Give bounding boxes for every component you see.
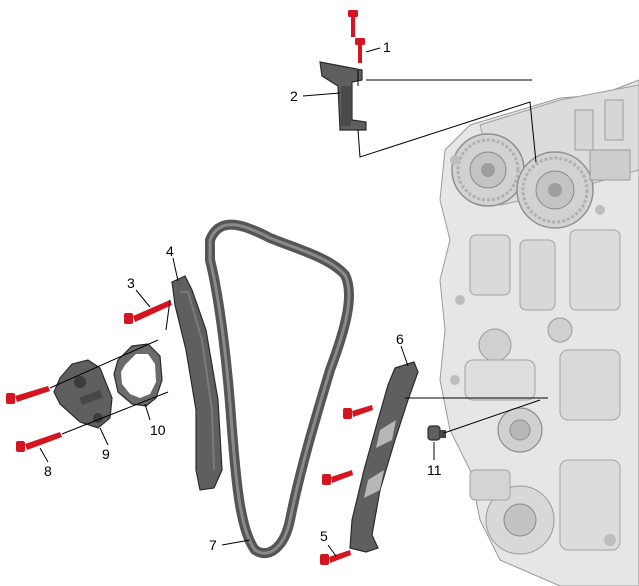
- timing-chain: [205, 219, 355, 559]
- oil-jet-fitting: [427, 425, 446, 441]
- crankshaft-sprocket: [497, 407, 543, 453]
- bolt-9-upper: [6, 386, 50, 404]
- callout-3: 3: [127, 275, 135, 291]
- chain-tensioner-slipper: [171, 275, 223, 491]
- bolt-upper-a: [348, 10, 358, 37]
- camshaft-sprocket-intake: [451, 133, 525, 207]
- bolt-3: [124, 300, 172, 324]
- bolt-8: [16, 432, 62, 452]
- callout-6: 6: [396, 331, 404, 347]
- bolt-5: [320, 550, 351, 565]
- callout-11: 11: [427, 462, 442, 478]
- engine-cylinder-head-and-block: [439, 79, 639, 586]
- tensioner-gasket: [113, 343, 163, 407]
- callout-10: 10: [150, 422, 166, 438]
- bolt-guide-upper: [343, 405, 373, 419]
- callout-4: 4: [166, 243, 174, 259]
- chain-guide-bracket: [319, 61, 367, 131]
- chain-guide-fixed: [349, 361, 419, 553]
- bolt-guide-middle: [322, 470, 353, 485]
- chain-tensioner: [53, 359, 113, 429]
- callout-labels: 1 2 3 4 5 6 7 8 9 10 11: [44, 39, 442, 553]
- callout-2: 2: [290, 88, 298, 104]
- callout-7: 7: [209, 537, 217, 553]
- callout-9: 9: [102, 446, 110, 462]
- callout-1: 1: [383, 39, 391, 55]
- callout-8: 8: [44, 463, 52, 479]
- bolt-1: [355, 38, 365, 63]
- camshaft-sprocket-exhaust: [516, 151, 594, 229]
- leader-lines: [39, 47, 548, 557]
- callout-5: 5: [320, 528, 328, 544]
